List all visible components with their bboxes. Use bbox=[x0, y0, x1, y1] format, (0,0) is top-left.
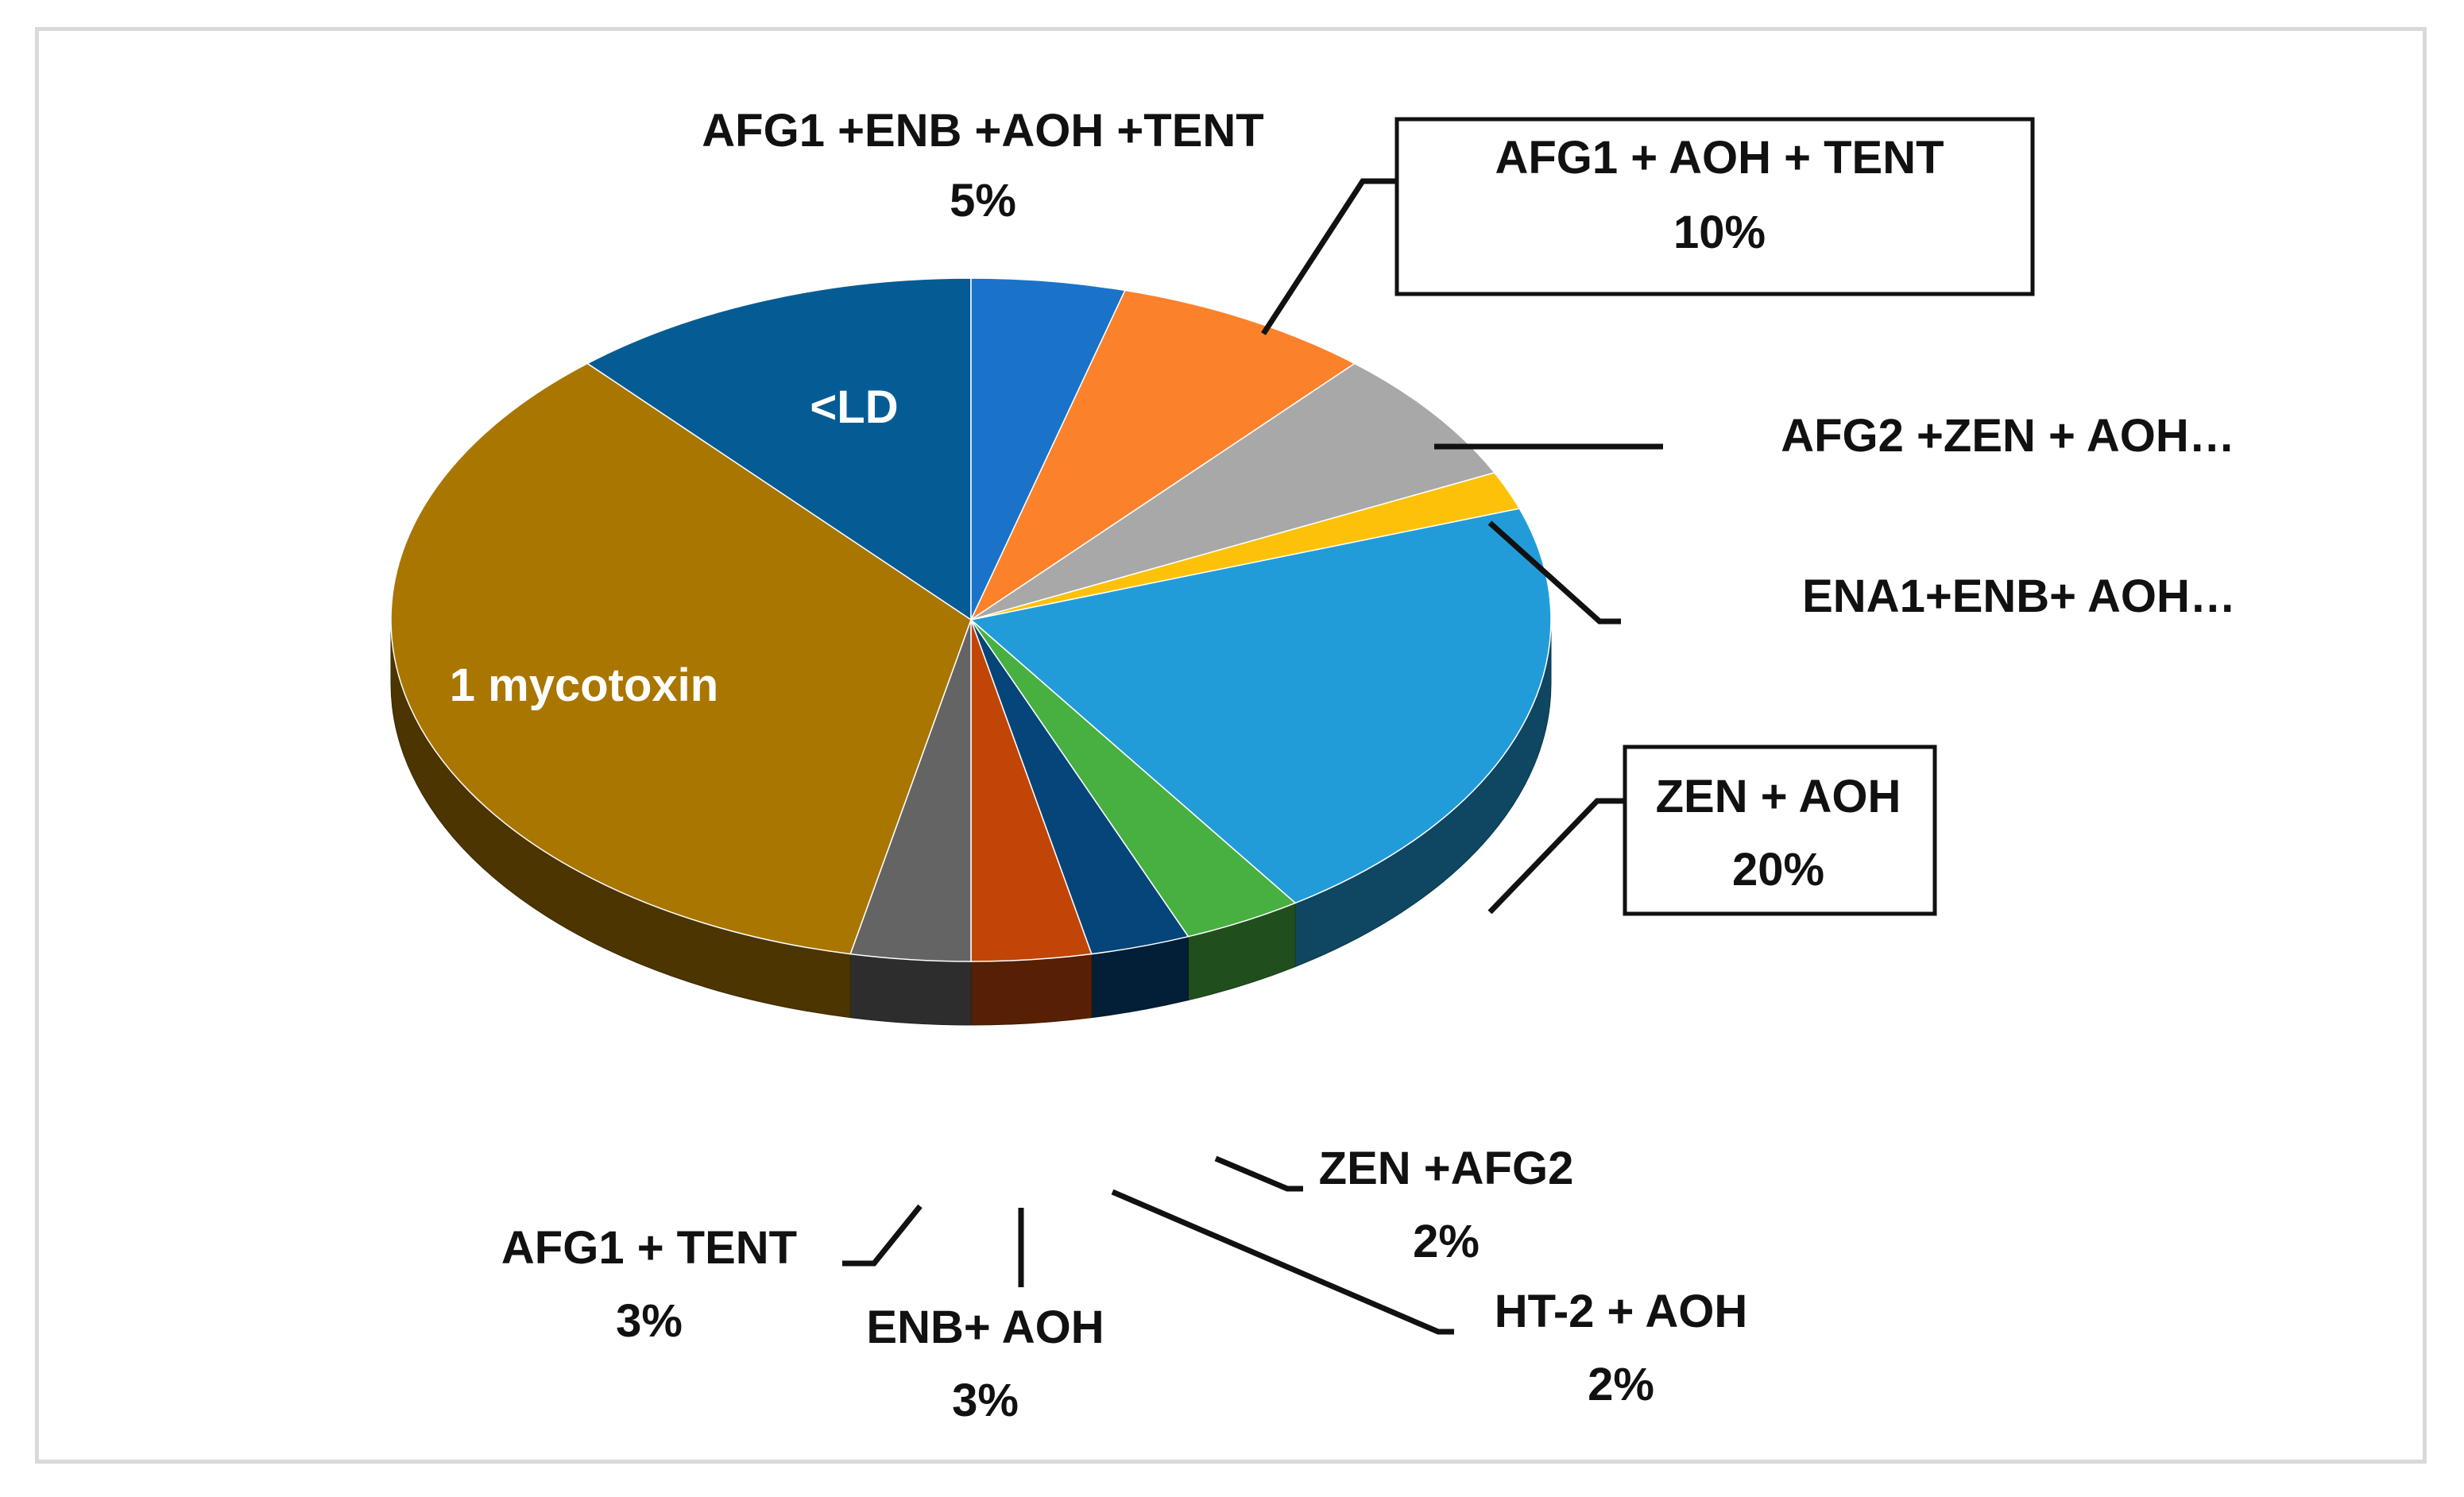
slice-label-9: AFG1 + TENT bbox=[501, 1222, 797, 1274]
pie-slice-0 bbox=[586, 277, 972, 621]
pie-slice-3 bbox=[970, 362, 1496, 621]
slice-percent-5: 20% bbox=[1732, 844, 1824, 895]
pie-slice-2 bbox=[969, 289, 1356, 622]
slice-label-8: ENB+ AOH bbox=[866, 1302, 1104, 1353]
pie-slice-5 bbox=[969, 508, 1552, 904]
slice-label-6: ZEN +AFG2 bbox=[1319, 1143, 1574, 1194]
leader-line-7 bbox=[1111, 1189, 1454, 1335]
slice-percent-8: 3% bbox=[952, 1375, 1019, 1426]
slice-label-10: 1 mycotoxin bbox=[450, 660, 718, 711]
slice-label-3: AFG2 +ZEN + AOH… bbox=[1781, 410, 2235, 462]
slice-label-4: ENA1+ENB+ AOH… bbox=[1802, 571, 2236, 622]
slice-label-5: ZEN + AOH bbox=[1656, 771, 1901, 822]
leader-line-6 bbox=[1214, 1155, 1303, 1192]
pie-slice-1 bbox=[970, 277, 1126, 621]
slice-label-2: AFG1 + AOH + TENT bbox=[1495, 132, 1944, 184]
slice-percent-1: 5% bbox=[950, 175, 1016, 226]
leader-line-5 bbox=[1487, 798, 1625, 915]
leader-line-4 bbox=[1487, 520, 1621, 625]
slice-percent-9: 3% bbox=[616, 1295, 683, 1347]
label-box-5 bbox=[1623, 745, 1937, 916]
slice-label-1: AFG1 +ENB +AOH +TENT bbox=[702, 105, 1263, 157]
leader-line-2 bbox=[1261, 178, 1397, 335]
slice-label-0: <LD bbox=[810, 381, 898, 433]
slice-percent-2: 10% bbox=[1673, 207, 1766, 258]
slice-percent-6: 2% bbox=[1413, 1216, 1480, 1267]
pie-side-9 bbox=[849, 954, 972, 1026]
slice-label-7: HT-2 + AOH bbox=[1495, 1286, 1748, 1337]
leader-line-9 bbox=[842, 1204, 923, 1267]
chart-frame bbox=[35, 27, 2427, 1464]
slice-percent-7: 2% bbox=[1588, 1359, 1654, 1410]
pie-side-8 bbox=[970, 954, 1093, 1026]
label-box-2 bbox=[1394, 117, 2035, 296]
pie-slice-10 bbox=[390, 362, 972, 955]
